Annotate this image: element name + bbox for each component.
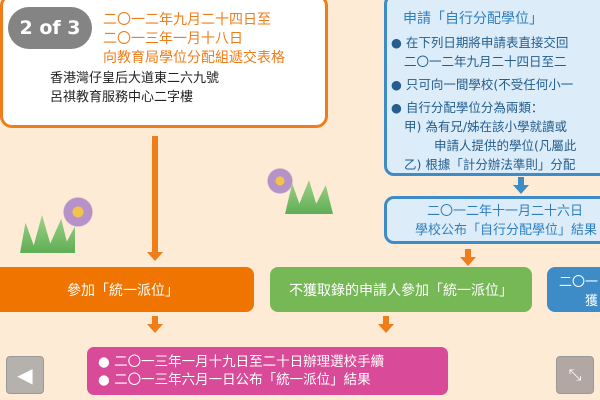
address-line: 呂祺教育服務中心二字樓 (50, 90, 194, 105)
sub-item: 申請人提供的學位(凡屬此 (434, 138, 577, 153)
page-counter-badge: 2 of 3 (8, 7, 92, 49)
submit-period-start: 二〇一二年九月二十四日至 (103, 12, 271, 28)
address-line: 香港灣仔皇后大道東二六九號 (50, 71, 220, 86)
announce-date: 二〇一二年十一月二十六日 (427, 204, 584, 219)
submit-instruction: 向教育局學位分配組遞交表格 (103, 50, 285, 66)
grass-decoration (285, 180, 333, 214)
bullet-text: 二〇一二年九月二十四日至二 (404, 54, 567, 69)
announcement-box: 二〇一二年十一月二十六日 學校公布「自行分配學位」結果 (384, 196, 600, 244)
arrow-down (383, 316, 389, 326)
bullet-text: 只可向一間學校(不受任何小一 (405, 77, 574, 92)
submit-period-end: 二〇一三年一月十八日 (103, 31, 243, 47)
triangle-left-icon: ◀ (17, 363, 33, 387)
flower-decoration (58, 195, 98, 229)
previous-page-button[interactable]: ◀ (6, 356, 44, 394)
sub-item: 甲) 為有兄/姊在該小學就讀或 (404, 119, 568, 134)
arrow-down (378, 324, 394, 333)
arrow-down (460, 257, 476, 266)
bullet-text: 自行分配學位分為兩類： (405, 100, 544, 115)
arrow-down (465, 249, 471, 259)
pink-result-box: ● 二〇一三年一月十九日至二十日辦理選校手續 ● 二〇一三年六月一日公布「統一派… (87, 347, 448, 395)
blue-step-text: 獲 (585, 293, 599, 309)
arrow-down (147, 324, 163, 333)
result-item: 二〇一三年六月一日公布「統一派位」結果 (114, 372, 371, 388)
sub-item: 乙) 根據「計分辦法準則」分配 (404, 157, 576, 172)
collapse-arrows-icon: ⤡ (568, 365, 582, 384)
announce-text: 學校公布「自行分配學位」結果 (415, 223, 598, 238)
self-allocation-title: 申請「自行分配學位」 (403, 11, 543, 27)
arrow-down (518, 177, 524, 186)
exit-fullscreen-button[interactable]: ⤡ (556, 356, 594, 394)
blue-step-text: 二〇一 (559, 274, 599, 290)
green-step-box: 不獲取錄的申請人參加「統一派位」 (270, 267, 532, 312)
self-allocation-box: 申請「自行分配學位」 ● 在下列日期將申請表直接交回 二〇一二年九月二十四日至二… (384, 0, 600, 176)
arrow-down (513, 185, 529, 194)
arrow-down (152, 136, 158, 254)
result-item: 二〇一三年一月十九日至二十日辦理選校手續 (114, 354, 385, 370)
orange-step-box: 參加「統一派位」 (0, 267, 254, 312)
arrow-down (147, 252, 163, 261)
bullet-text: 在下列日期將申請表直接交回 (405, 35, 569, 50)
arrow-down (152, 316, 158, 326)
